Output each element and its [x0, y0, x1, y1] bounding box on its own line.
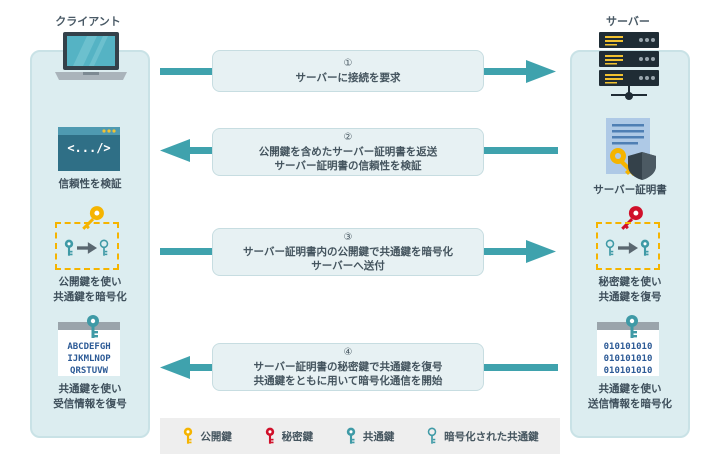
common-key-icon — [621, 314, 643, 340]
arrow-step-4-head — [160, 356, 190, 379]
legend-item-public-key: 公開鍵 — [181, 426, 232, 446]
step-3-box: ③ サーバー証明書内の公開鍵で共通鍵を暗号化 サーバーへ送付 — [212, 228, 484, 276]
step-4-line-2: 共通鍵をともに用いて暗号化通信を開始 — [253, 375, 443, 387]
encrypted-common-key-icon — [97, 238, 111, 258]
step-3-line-1: サーバー証明書内の公開鍵で共通鍵を暗号化 — [243, 246, 453, 258]
certificate-icon — [606, 118, 656, 180]
step-2-box: ② 公開鍵を含めたサーバー証明書を返送 サーバー証明書の信頼性を検証 — [212, 128, 484, 176]
common-key-icon — [62, 238, 76, 258]
step-2-line-2: サーバー証明書の信頼性を検証 — [274, 160, 422, 172]
common-key-icon — [344, 426, 358, 446]
laptop-icon — [55, 32, 127, 80]
arrow-step-3-head — [526, 240, 556, 263]
step-2-number: ② — [343, 132, 353, 143]
server-title: サーバー — [606, 15, 650, 28]
common-key-icon — [82, 314, 104, 340]
server-icon — [599, 32, 659, 100]
client-decrypt-caption: 共通鍵を使い 受信情報を復号 — [53, 383, 127, 410]
step-2-line-1: 公開鍵を含めたサーバー証明書を返送 — [258, 146, 438, 158]
arrow-step-1-head — [526, 60, 556, 83]
public-key-icon — [181, 426, 195, 446]
private-key-icon — [263, 426, 277, 446]
step-3-number: ③ — [343, 232, 353, 243]
encryption-dashed-box — [55, 222, 119, 270]
arrow-icon — [77, 242, 97, 254]
legend-item-private-key: 秘密鍵 — [263, 426, 313, 446]
step-1-box: ① サーバーに接続を要求 — [212, 50, 484, 92]
step-1-line-1: サーバーに接続を要求 — [295, 72, 401, 84]
server-cert-caption: サーバー証明書 — [593, 184, 667, 196]
server-encrypt-caption: 共通鍵を使い 送信情報を暗号化 — [588, 383, 672, 410]
code-tag-text: <.../> — [67, 141, 111, 155]
decryption-dashed-box — [596, 222, 660, 270]
document-icon — [597, 322, 659, 376]
client-title: クライアント — [55, 15, 121, 28]
step-1-number: ① — [343, 58, 353, 69]
step-3-line-2: サーバーへ送付 — [311, 260, 385, 272]
browser-window-icon — [58, 127, 120, 171]
legend-item-common-key: 共通鍵 — [344, 426, 394, 446]
legend: 公開鍵 秘密鍵 共通鍵 暗号化された共通鍵 — [160, 418, 560, 454]
document-icon — [58, 322, 120, 376]
arrow-icon — [618, 242, 638, 254]
client-encrypt-caption: 公開鍵を使い 共通鍵を暗号化 — [53, 276, 127, 303]
step-4-line-1: サーバー証明書の秘密鍵で共通鍵を復号 — [253, 361, 443, 373]
binary-text-block: 010101010 010101010 010101010 — [603, 342, 653, 376]
client-verify-caption: 信頼性を検証 — [58, 178, 122, 190]
encrypted-common-key-icon — [603, 238, 617, 258]
encrypted-common-key-icon — [425, 426, 439, 446]
common-key-icon — [638, 238, 652, 258]
server-decrypt-caption: 秘密鍵を使い 共通鍵を復号 — [598, 276, 662, 303]
arrow-step-2-head — [160, 139, 190, 162]
plain-text-block: ABCDEFGH IJKMLNOP QRSTUVW — [67, 342, 111, 376]
legend-item-encrypted-common-key: 暗号化された共通鍵 — [425, 426, 539, 446]
step-4-box: ④ サーバー証明書の秘密鍵で共通鍵を復号 共通鍵をともに用いて暗号化通信を開始 — [212, 343, 484, 391]
step-4-number: ④ — [343, 347, 353, 358]
